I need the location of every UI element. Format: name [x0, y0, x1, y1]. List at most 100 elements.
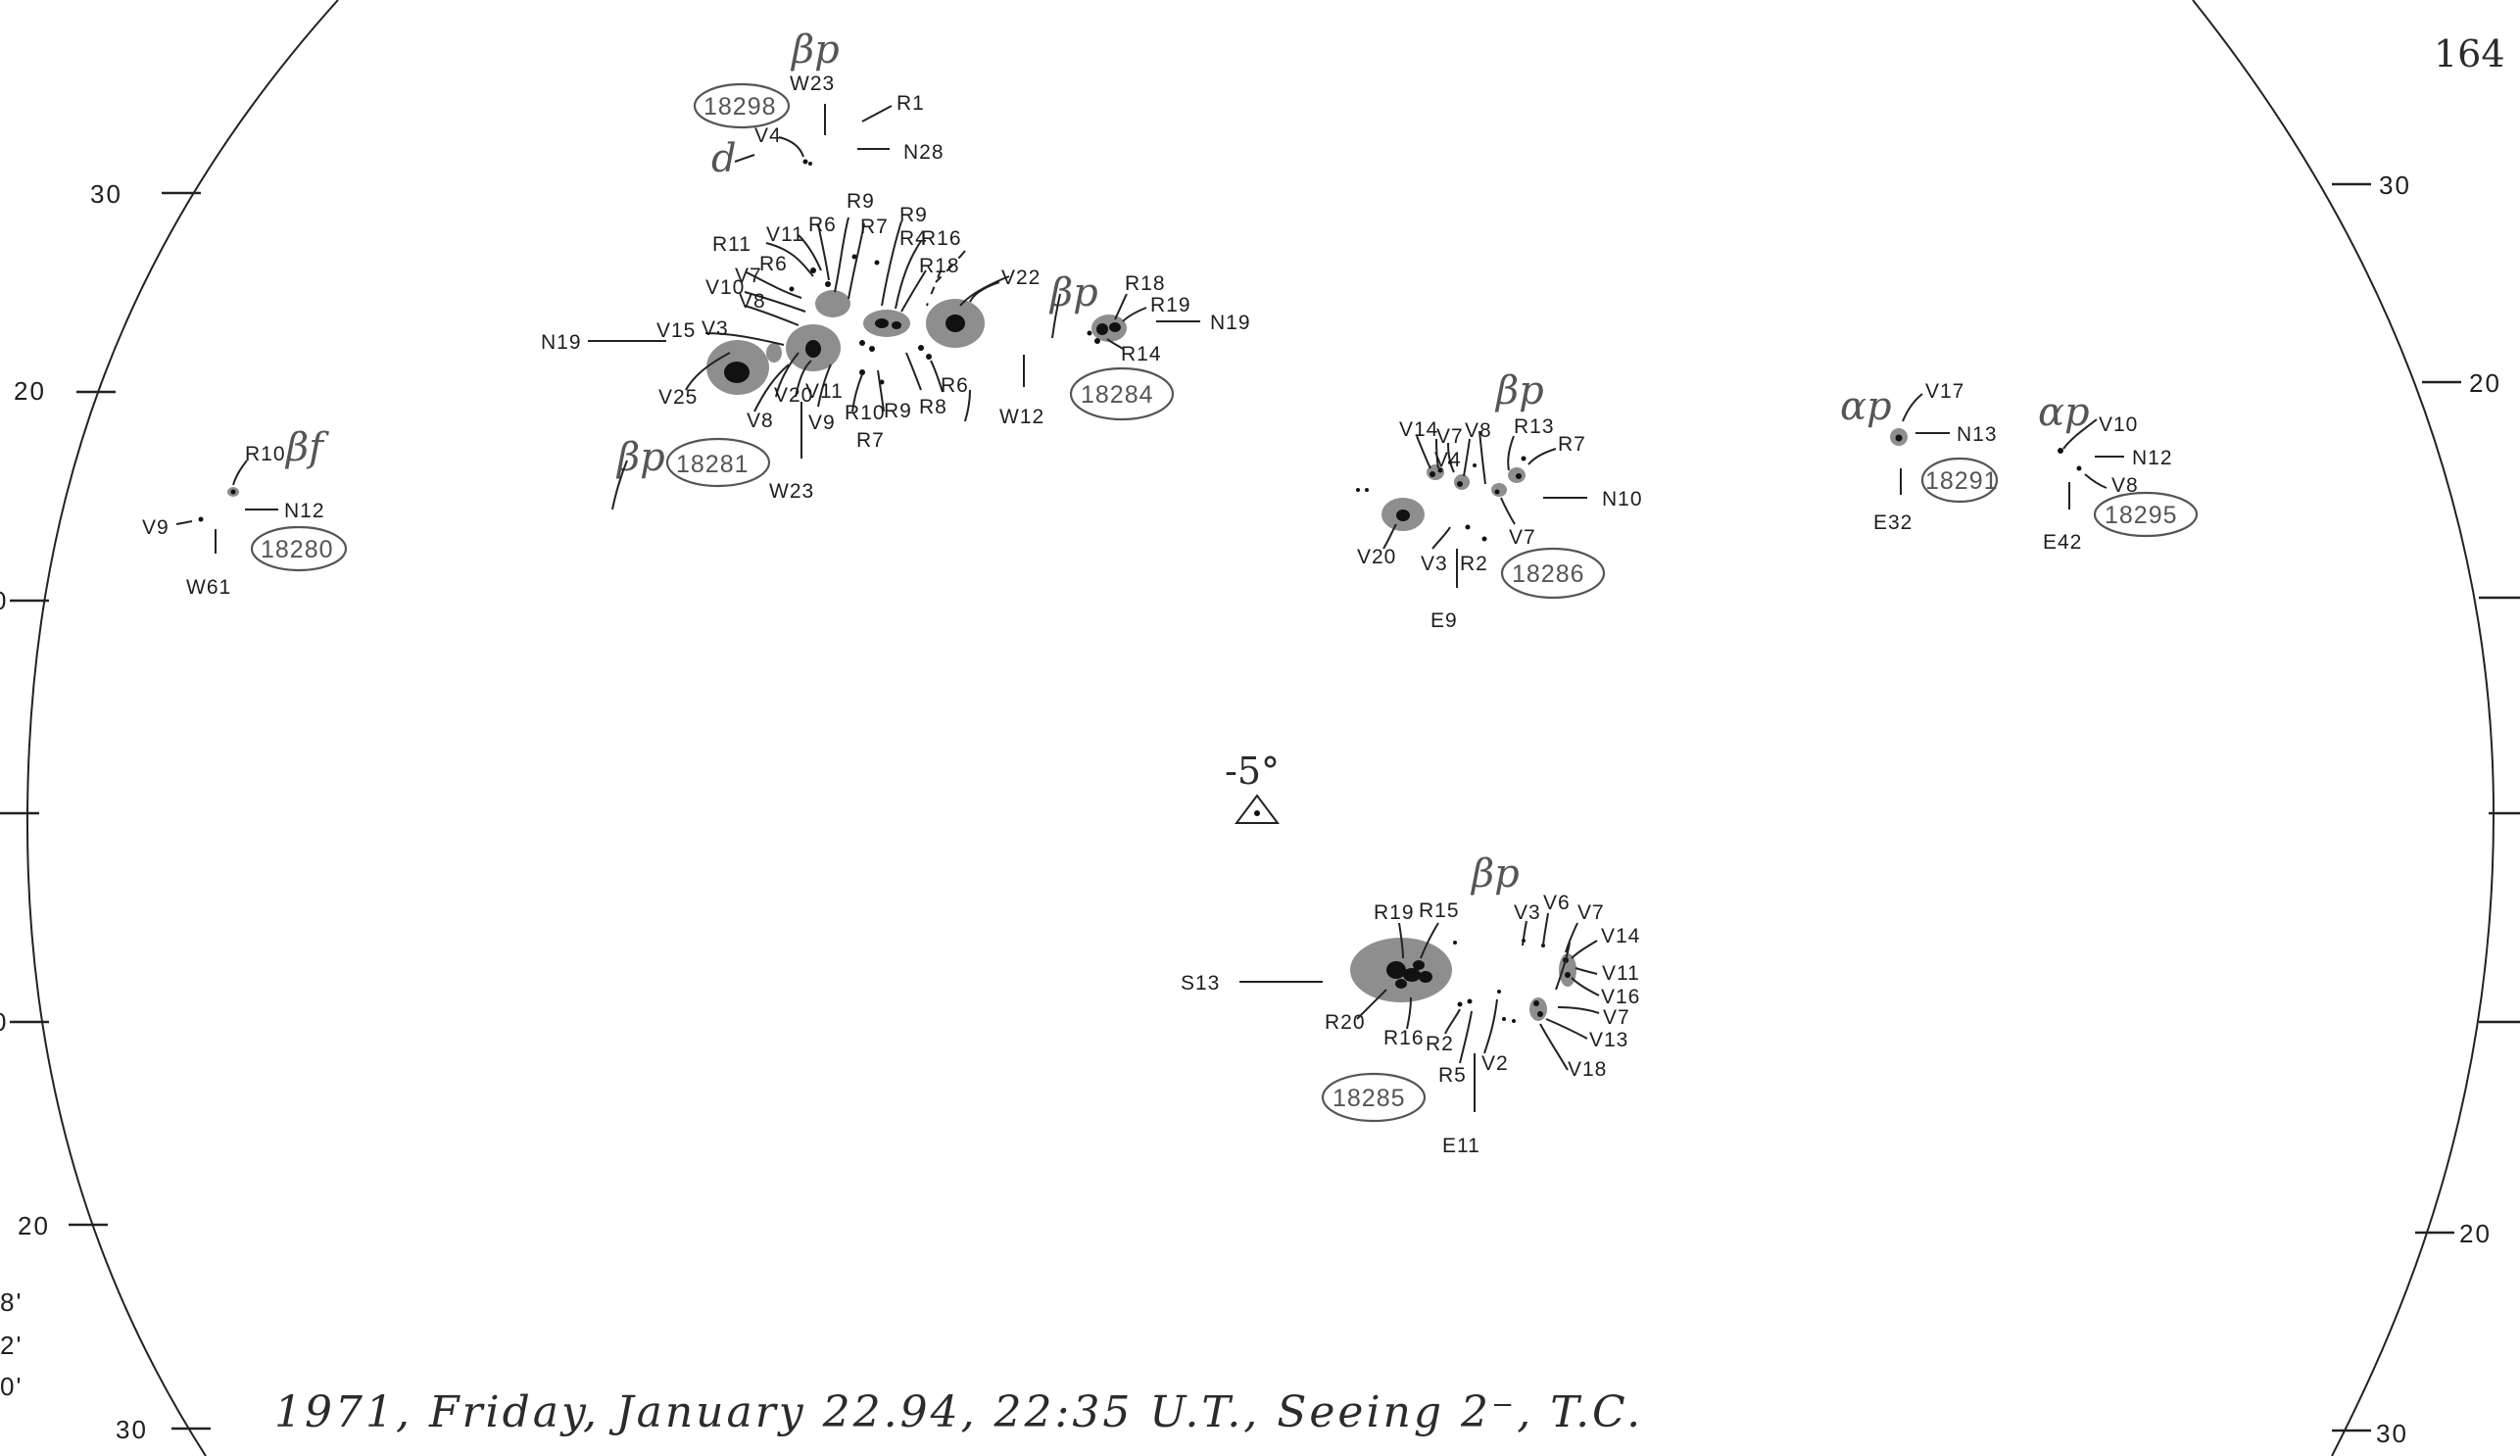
position-label: E11	[1442, 1135, 1480, 1157]
position-label: N19	[541, 331, 582, 354]
region-18295: αp V10 N12 V8 E42 18295	[2038, 390, 2199, 554]
spot-label: R2	[1460, 553, 1488, 575]
page-number: 164	[2434, 32, 2505, 75]
region-18291: αp V17 N13 E32 18291	[1840, 380, 1999, 534]
spot-label: V7	[1509, 526, 1536, 549]
region-class: βf	[284, 425, 329, 470]
spot-label: R4	[899, 227, 928, 250]
region-class: αp	[2038, 390, 2090, 435]
region-number: 18285	[1333, 1085, 1406, 1112]
solar-limb-left	[25, 0, 339, 1456]
region-18284: βp R18 R19 R14 N19 W12 18284	[999, 270, 1250, 428]
region-18298: βp 18298 W23 R1 V4 d N28	[693, 27, 944, 181]
spot-label: V7	[1436, 425, 1464, 448]
spot-label: V14	[1399, 418, 1438, 441]
left-scale-label: 0	[0, 1007, 8, 1037]
margin-note: 0'	[0, 1372, 23, 1401]
position-label: S13	[1181, 972, 1220, 995]
position-label: N13	[1957, 423, 1998, 446]
spot-label: R1	[897, 92, 925, 115]
right-scale-label: 30	[2379, 170, 2411, 200]
spot-label: V25	[658, 386, 698, 409]
right-scale-label: 20	[2459, 1219, 2492, 1248]
spot-label: R18	[1125, 272, 1166, 295]
spot-label: V17	[1925, 380, 1964, 403]
spot-label: V18	[1568, 1058, 1607, 1081]
right-scale-label: 20	[2469, 368, 2501, 398]
spot-label: R5	[1438, 1064, 1467, 1087]
region-class: βp	[615, 435, 665, 480]
spot-label: V3	[702, 317, 729, 340]
spot-label: R6	[808, 214, 837, 236]
spot-label: R8	[919, 396, 947, 418]
spot-label: V2	[1481, 1052, 1509, 1075]
position-label: N12	[284, 500, 325, 522]
region-number: 18281	[676, 451, 750, 478]
position-label: W23	[769, 480, 814, 503]
left-scale-label: 30	[90, 179, 122, 209]
region-number: 18280	[261, 536, 334, 563]
left-latitude-scale: 30 20 0 0 20 30	[0, 179, 211, 1444]
spot-label: V8	[2111, 474, 2139, 497]
region-18280: βf R10 N12 V9 W61 18280	[142, 425, 348, 599]
position-label: W12	[999, 406, 1044, 428]
region-class: αp	[1840, 384, 1892, 429]
spot-label: V13	[1589, 1029, 1628, 1051]
spot-label: R6	[941, 374, 969, 397]
spot-label: R10	[845, 402, 886, 424]
spot-label: R7	[856, 429, 885, 452]
spot-label: V15	[656, 319, 696, 342]
spot-label: R16	[1383, 1027, 1425, 1049]
spot-label: R16	[921, 227, 962, 250]
left-scale-label: 30	[116, 1415, 148, 1444]
spot-label: R9	[884, 400, 912, 422]
region-18286: βp N10 V14 V7 V4 V8 R13 R7 V20	[1356, 368, 1643, 632]
spot-label: R15	[1419, 899, 1460, 922]
spot-label: V6	[1543, 892, 1571, 914]
spot-label: R14	[1121, 343, 1162, 365]
spot-label: V3	[1514, 901, 1541, 924]
right-scale-label: 30	[2376, 1419, 2408, 1448]
spot-label: R19	[1374, 901, 1415, 924]
region-18281: N19 W23 R11 V11 R6 R9 R7 R9 R4 R16 R18 V…	[541, 190, 1040, 510]
spot-label: V20	[774, 384, 813, 407]
spot-label: R18	[919, 255, 960, 277]
region-class: βp	[790, 27, 840, 73]
solar-limb-right	[2192, 0, 2496, 1456]
spot-label: V14	[1601, 925, 1640, 947]
spot-label: R9	[899, 204, 928, 226]
margin-note: 8'	[0, 1287, 23, 1317]
spot-label: V8	[747, 410, 774, 432]
spot-label: V11	[805, 380, 844, 403]
spot-label: V4	[1434, 449, 1462, 471]
spot-label: V8	[1465, 419, 1492, 442]
spot-label: R7	[860, 216, 889, 238]
region-number: 18295	[2105, 502, 2178, 529]
spot-label: V7	[735, 265, 762, 287]
position-label: E32	[1873, 511, 1913, 534]
spot-label: R2	[1426, 1033, 1454, 1055]
spot-label: R11	[712, 233, 751, 256]
position-label: E9	[1430, 609, 1458, 632]
region-number: 18298	[703, 93, 777, 121]
spot-label: R19	[1150, 294, 1191, 316]
region-class: βp	[1048, 270, 1098, 315]
region-class: βp	[1494, 368, 1544, 413]
region-18285: βp S13	[1181, 851, 1640, 1157]
spot-label: V7	[1577, 901, 1605, 924]
spot-label: V4	[754, 124, 782, 147]
region-number: 18286	[1512, 560, 1585, 588]
position-label: W61	[186, 576, 231, 599]
region-class: βp	[1470, 851, 1520, 897]
region-number: 18284	[1081, 381, 1154, 409]
spot-label: d	[711, 136, 737, 181]
disk-center-triangle	[1235, 794, 1280, 824]
position-label: N12	[2132, 447, 2173, 469]
margin-note: 2'	[0, 1331, 23, 1360]
spot-label: V3	[1421, 553, 1448, 575]
spot-label: V10	[705, 276, 745, 299]
spot-label: R20	[1325, 1011, 1366, 1034]
spot-label: V11	[1602, 962, 1640, 985]
position-label: N10	[1602, 488, 1643, 510]
spot-label: R10	[245, 443, 286, 465]
